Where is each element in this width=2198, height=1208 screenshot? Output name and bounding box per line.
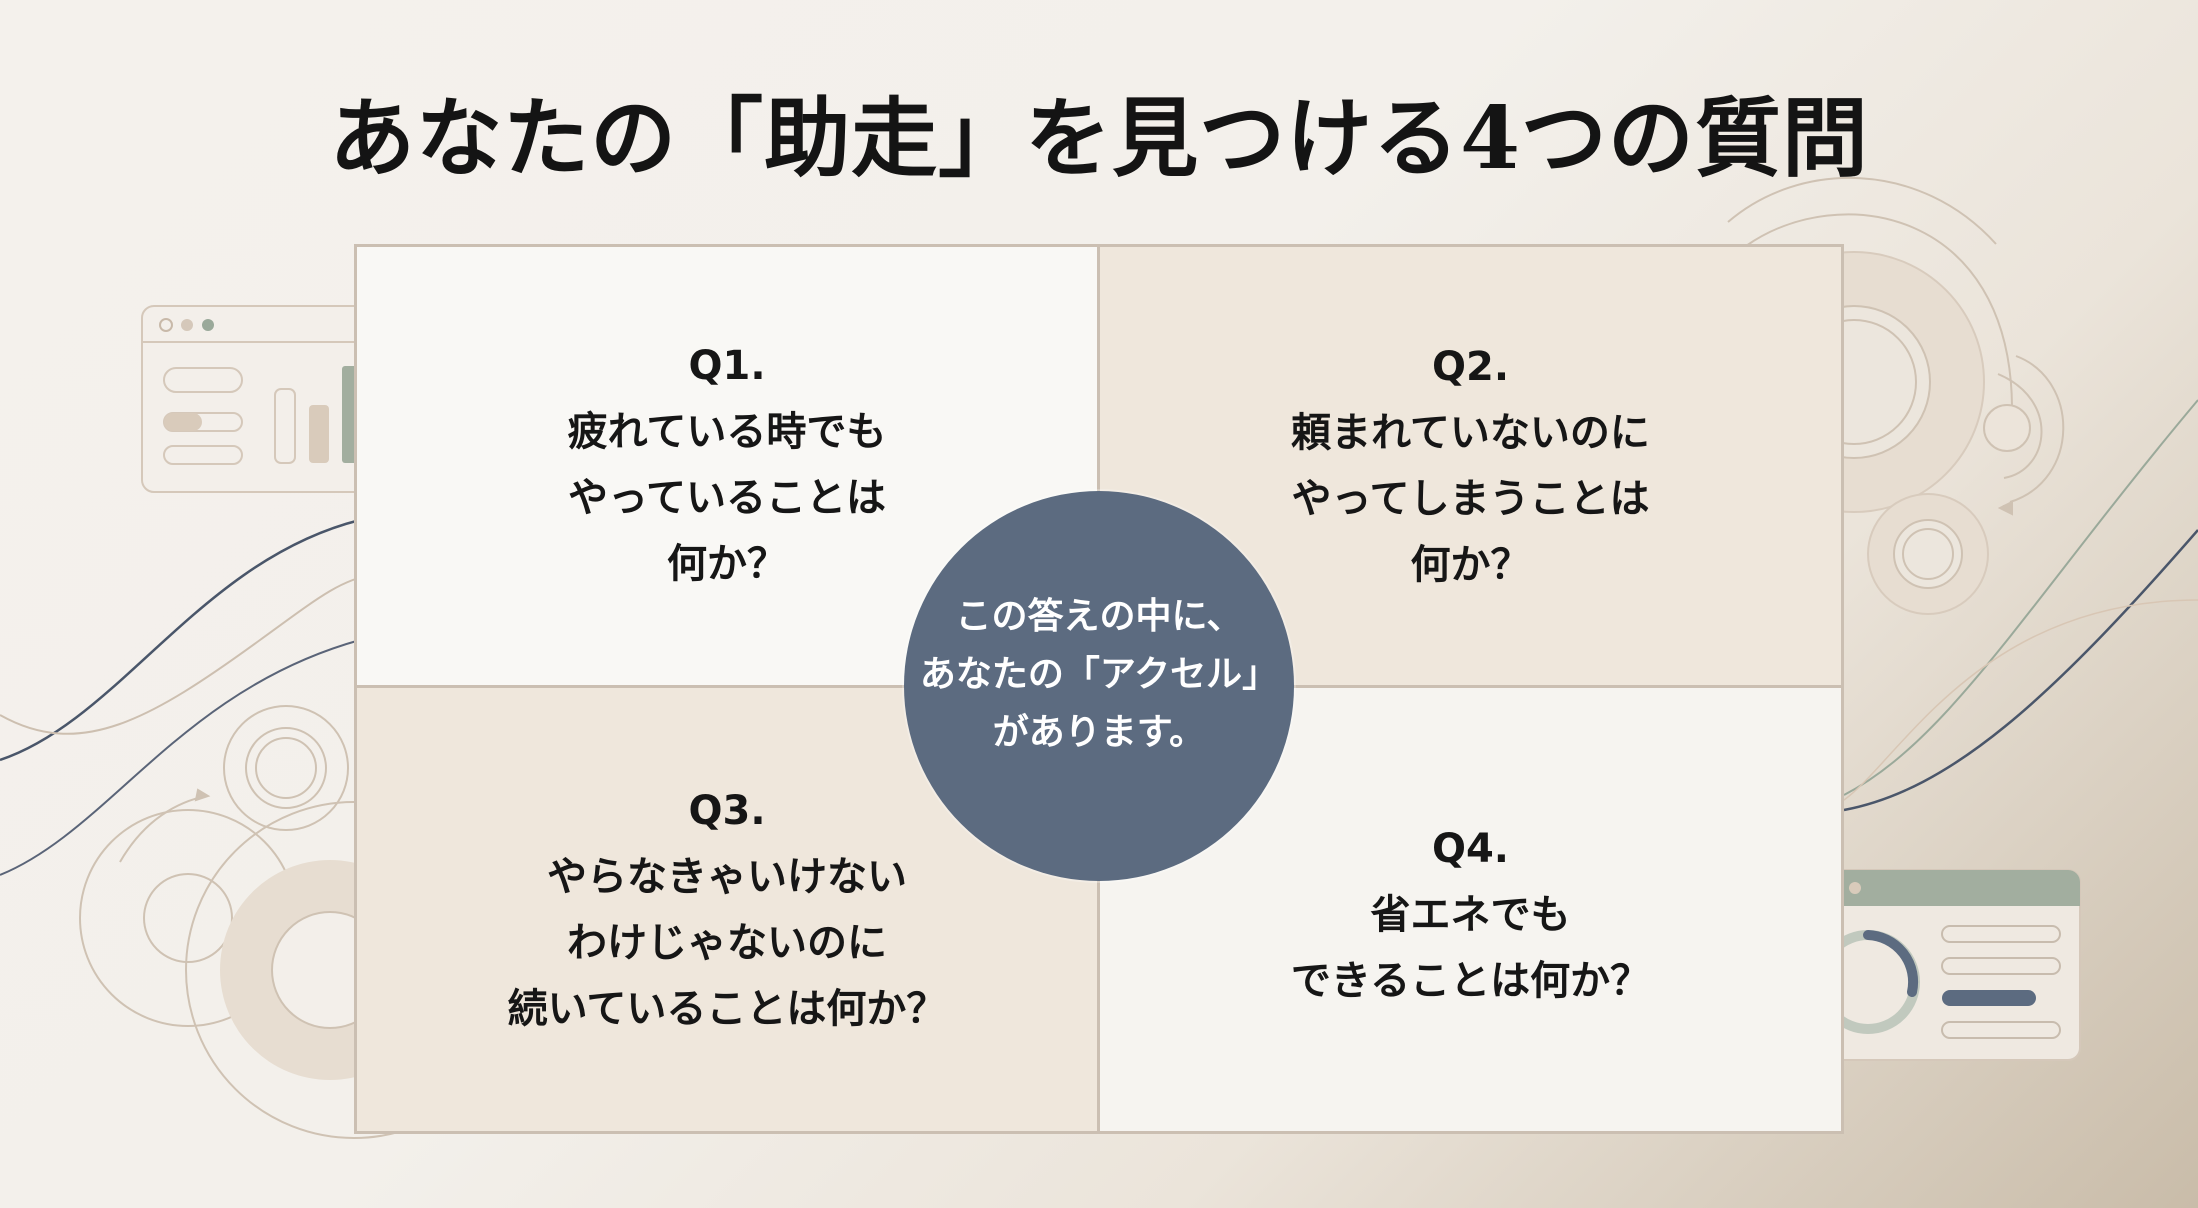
center-message-line: この答えの中に、 xyxy=(955,596,1243,637)
question-line: できることは何か？ xyxy=(1290,957,1651,1004)
question-grid: Q1. 疲れている時でも やっていることは 何か？ Q2. 頼まれていないのに … xyxy=(354,244,1844,1134)
question-line: 省エネでも xyxy=(1370,891,1571,938)
center-message-line: あなたの「アクセル」 xyxy=(919,654,1279,695)
question-line: やってしまうことは xyxy=(1291,476,1650,522)
page-title: あなたの「助走」を見つける4つの質問 xyxy=(329,88,1869,189)
question-label: Q1. xyxy=(688,343,766,389)
question-line: 何か？ xyxy=(667,541,787,587)
question-label: Q4. xyxy=(1431,825,1509,872)
question-line: やらなきゃいけない xyxy=(547,853,907,900)
center-message-line: があります。 xyxy=(992,712,1206,753)
question-line: 何か？ xyxy=(1410,542,1531,588)
center-message-circle: この答えの中に、 あなたの「アクセル」 があります。 xyxy=(904,491,1294,881)
question-card-q4: Q4. 省エネでも できることは何か？ xyxy=(1100,688,1841,1131)
question-line: 頼まれていないのに xyxy=(1291,410,1650,456)
center-message: この答えの中に、 あなたの「アクセル」 があります。 xyxy=(920,588,1278,762)
question-line: 続いていることは何か？ xyxy=(507,985,947,1032)
question-line: わけじゃないのに xyxy=(567,919,887,966)
question-line: 疲れている時でも xyxy=(567,409,887,455)
question-label: Q2. xyxy=(1431,344,1510,390)
question-line: やっていることは xyxy=(568,475,886,521)
question-label: Q3. xyxy=(688,787,766,834)
